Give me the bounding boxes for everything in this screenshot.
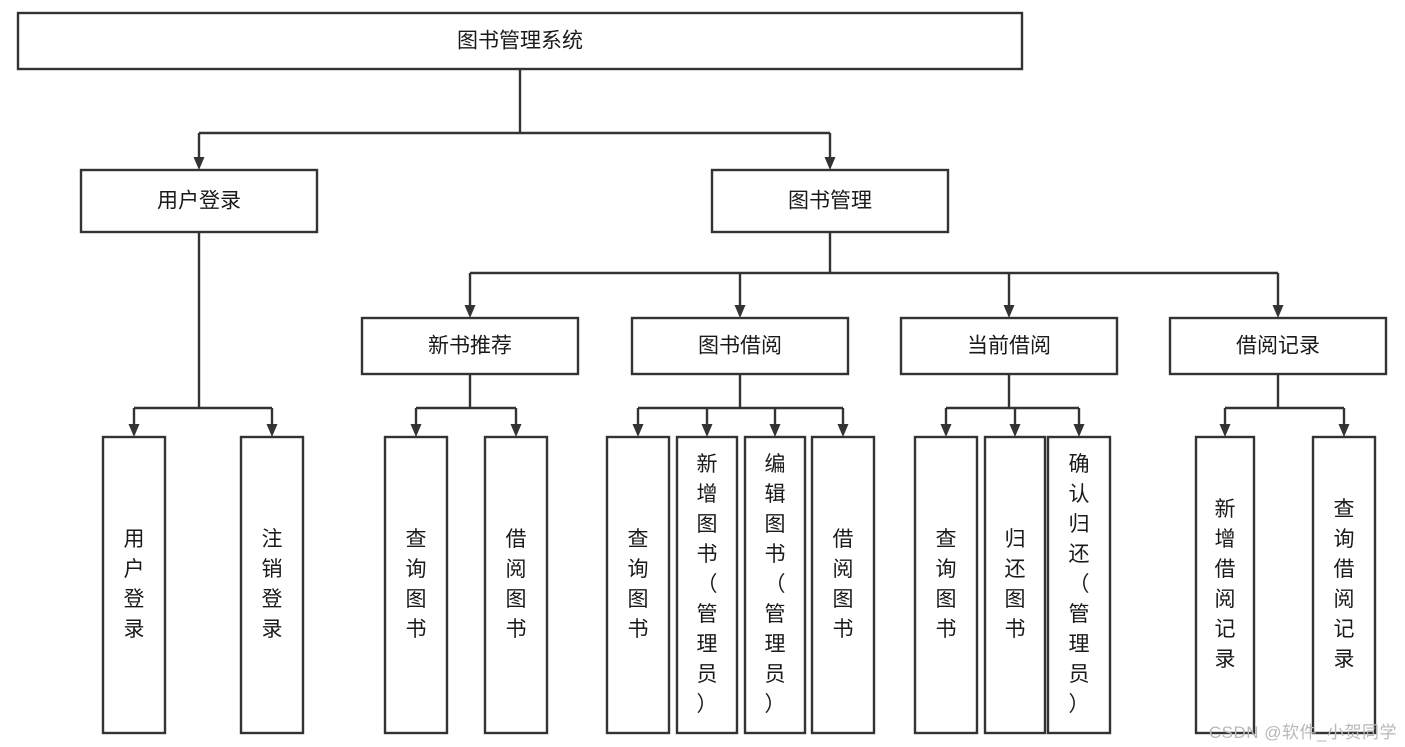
node-label: 归还图书 bbox=[1005, 528, 1026, 641]
node-box bbox=[101, 435, 167, 735]
arrowhead-icon bbox=[1272, 305, 1284, 318]
arrowhead-icon bbox=[464, 305, 476, 318]
edge-group-bookmgmt bbox=[464, 232, 1284, 318]
node-box bbox=[79, 168, 319, 234]
node-label: 查询借阅记录 bbox=[1334, 498, 1355, 671]
node-label: 新书推荐 bbox=[428, 335, 512, 358]
arrowhead-icon bbox=[837, 424, 849, 437]
node-box bbox=[383, 435, 449, 735]
node-label: 新增图书（管理员） bbox=[697, 453, 718, 716]
node-box bbox=[239, 435, 305, 735]
node-box bbox=[675, 435, 739, 735]
edges-layer bbox=[128, 69, 1350, 437]
edge-group-newbook bbox=[410, 374, 522, 437]
node-newbook[interactable]: 新书推荐 bbox=[360, 316, 580, 376]
node-box bbox=[1194, 435, 1256, 735]
node-login[interactable]: 用户登录 bbox=[79, 168, 319, 234]
node-label: 图书管理 bbox=[788, 190, 872, 213]
node-label: 图书借阅 bbox=[698, 335, 782, 358]
edge-group-current bbox=[940, 374, 1085, 437]
node-label: 查询图书 bbox=[936, 528, 957, 641]
arrowhead-icon bbox=[410, 424, 422, 437]
edge-group-root bbox=[193, 69, 836, 170]
node-label: 图书管理系统 bbox=[457, 30, 583, 53]
node-records[interactable]: 借阅记录 bbox=[1168, 316, 1388, 376]
node-box bbox=[1168, 316, 1388, 376]
node-label: 借阅记录 bbox=[1236, 335, 1320, 358]
node-leaf-borrow-book-1[interactable]: 借阅图书 bbox=[483, 435, 549, 735]
node-leaf-query-book-2[interactable]: 查询图书 bbox=[605, 435, 671, 735]
arrowhead-icon bbox=[701, 424, 713, 437]
arrowhead-icon bbox=[632, 424, 644, 437]
node-label: 当前借阅 bbox=[967, 335, 1051, 358]
arrowhead-icon bbox=[1003, 305, 1015, 318]
node-label: 编辑图书（管理员） bbox=[765, 453, 786, 716]
node-box bbox=[630, 316, 850, 376]
node-box bbox=[743, 435, 807, 735]
node-box bbox=[710, 168, 950, 234]
node-leaf-confirm-return[interactable]: 确认归还（管理员） bbox=[1046, 435, 1112, 735]
node-label: 借阅图书 bbox=[833, 528, 854, 641]
arrowhead-icon bbox=[128, 424, 140, 437]
arrowhead-icon bbox=[193, 157, 205, 170]
node-label: 注销登录 bbox=[262, 528, 283, 641]
node-box bbox=[16, 11, 1024, 71]
node-leaf-query-book-3[interactable]: 查询图书 bbox=[913, 435, 979, 735]
arrowhead-icon bbox=[1219, 424, 1231, 437]
node-leaf-logout[interactable]: 注销登录 bbox=[239, 435, 305, 735]
node-leaf-query-record[interactable]: 查询借阅记录 bbox=[1311, 435, 1377, 735]
node-leaf-edit-book[interactable]: 编辑图书（管理员） bbox=[743, 435, 807, 735]
node-current[interactable]: 当前借阅 bbox=[899, 316, 1119, 376]
edge-group-login bbox=[128, 232, 278, 437]
edge-group-borrow bbox=[632, 374, 849, 437]
arrowhead-icon bbox=[940, 424, 952, 437]
node-leaf-borrow-book-2[interactable]: 借阅图书 bbox=[810, 435, 876, 735]
node-label: 借阅图书 bbox=[506, 528, 527, 641]
node-box bbox=[605, 435, 671, 735]
node-box bbox=[913, 435, 979, 735]
edge-group-records bbox=[1219, 374, 1350, 437]
node-leaf-add-book[interactable]: 新增图书（管理员） bbox=[675, 435, 739, 735]
node-label: 查询图书 bbox=[628, 528, 649, 641]
arrowhead-icon bbox=[266, 424, 278, 437]
node-borrow[interactable]: 图书借阅 bbox=[630, 316, 850, 376]
node-label: 新增借阅记录 bbox=[1215, 498, 1236, 671]
arrowhead-icon bbox=[1009, 424, 1021, 437]
arrowhead-icon bbox=[769, 424, 781, 437]
node-box bbox=[810, 435, 876, 735]
node-leaf-return-book[interactable]: 归还图书 bbox=[983, 435, 1047, 735]
arrowhead-icon bbox=[1073, 424, 1085, 437]
node-bookmgmt[interactable]: 图书管理 bbox=[710, 168, 950, 234]
arrowhead-icon bbox=[510, 424, 522, 437]
nodes-layer: 图书管理系统用户登录图书管理新书推荐图书借阅当前借阅借阅记录用户登录注销登录查询… bbox=[16, 11, 1388, 735]
node-box bbox=[1046, 435, 1112, 735]
arrowhead-icon bbox=[1338, 424, 1350, 437]
arrowhead-icon bbox=[824, 157, 836, 170]
node-root[interactable]: 图书管理系统 bbox=[16, 11, 1024, 71]
node-box bbox=[899, 316, 1119, 376]
node-box bbox=[1311, 435, 1377, 735]
node-leaf-add-record[interactable]: 新增借阅记录 bbox=[1194, 435, 1256, 735]
node-box bbox=[983, 435, 1047, 735]
node-box bbox=[483, 435, 549, 735]
node-box bbox=[360, 316, 580, 376]
node-label: 用户登录 bbox=[157, 190, 241, 213]
node-label: 确认归还（管理员） bbox=[1069, 453, 1090, 716]
arrowhead-icon bbox=[734, 305, 746, 318]
node-label: 用户登录 bbox=[124, 528, 145, 641]
node-leaf-user-login[interactable]: 用户登录 bbox=[101, 435, 167, 735]
node-label: 查询图书 bbox=[406, 528, 427, 641]
node-leaf-query-book-1[interactable]: 查询图书 bbox=[383, 435, 449, 735]
